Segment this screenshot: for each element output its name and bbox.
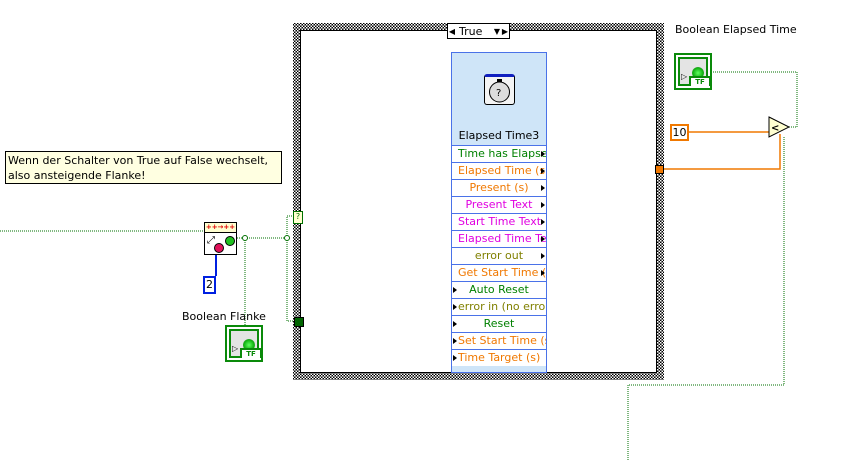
terminal-label: Present Text [465,198,533,211]
input-arrow-icon [453,287,457,293]
output-arrow-icon [541,270,545,276]
terminal-label: Time has Elapse [458,147,546,160]
input-arrow-icon [453,338,457,344]
terminal-row[interactable]: Set Start Time (s [452,332,546,349]
threshold-constant[interactable]: 10 [670,124,689,141]
terminal-row[interactable]: Elapsed Time (s) [452,162,546,179]
terminal-label: Start Time Text [458,215,542,228]
wire-elapsed-to-compare [663,134,781,170]
increment-arrow-icon[interactable]: ▶ [501,26,509,36]
edge-node-glyph: ++→++ [205,223,236,233]
wire-compare-out-down [627,137,785,461]
output-arrow-icon [541,219,545,225]
decrement-arrow-icon[interactable]: ◀ [448,26,456,36]
wire-junction [284,235,290,241]
selector-terminal[interactable]: ? [293,211,303,224]
terminal-label: Present (s) [469,181,529,194]
terminal-row[interactable]: error in (no erroi [452,298,546,315]
stopwatch-icon: ? [484,74,515,105]
output-arrow-icon [541,168,545,174]
edge-node-icon: ⤢ [205,233,236,255]
wire-to-selector [286,215,294,238]
terminal-row[interactable]: Elapsed Time Te [452,230,546,247]
terminal-row[interactable]: Present Text [452,196,546,213]
boolean-flanke-label: Boolean Flanke [182,310,266,323]
terminal-row[interactable]: Present (s) [452,179,546,196]
output-arrow-icon [541,202,545,208]
terminal-label: Time Target (s) [458,351,541,364]
less-than-icon: < [771,123,779,134]
input-pointer-icon: ▷ [681,72,688,81]
case-selector[interactable]: ◀ True ▼ ▶ [447,23,510,39]
terminal-label: Get Start Time (s [458,266,546,279]
terminal-row[interactable]: Time Target (s) [452,349,546,366]
terminal-label: error in (no erroi [458,300,546,313]
boolean-elapsed-time-label: Boolean Elapsed Time [675,23,797,36]
terminal-label: Auto Reset [469,283,529,296]
boolean-elapsed-time-indicator[interactable]: ▷TF [674,53,712,90]
comment-note: Wenn der Schalter von True auf False wec… [5,151,282,184]
output-arrow-icon [541,253,545,259]
wire-junction [242,235,248,241]
boolean-tunnel[interactable] [294,317,304,327]
terminal-label: Reset [483,317,515,330]
output-arrow-icon [541,236,545,242]
terminal-label: error out [474,249,524,262]
terminal-label: Set Start Time (s [458,334,546,347]
output-arrow-icon [541,185,545,191]
terminal-row[interactable]: error out [452,247,546,264]
terminal-row[interactable]: Get Start Time (s [452,264,546,281]
express-vi-title: Elapsed Time3 [458,129,540,142]
output-arrow-icon [541,151,545,157]
terminal-row[interactable]: Time has Elapse [452,145,546,162]
edge-detector-node[interactable]: ++→++ ⤢ [204,222,237,255]
input-arrow-icon [453,304,457,310]
boolean-flanke-indicator[interactable]: ▷TF [225,325,263,362]
case-selector-value: True [459,24,483,38]
input-arrow-icon [453,355,457,361]
terminal-row[interactable]: Auto Reset [452,281,546,298]
wire-to-elapsed-indicator [712,71,798,128]
input-pointer-icon: ▷ [232,344,239,353]
numeric-tunnel[interactable] [655,165,664,174]
terminal-label: Elapsed Time Te [458,232,546,245]
edge-count-constant[interactable]: 2 [203,276,216,294]
less-than-node[interactable] [768,116,791,138]
terminal-row[interactable]: Reset [452,315,546,332]
tf-badge: TF [689,76,711,86]
dropdown-arrow-icon[interactable]: ▼ [493,26,501,36]
input-arrow-icon [453,321,457,327]
tf-badge: TF [240,348,262,358]
terminal-label: Elapsed Time (s) [458,164,546,177]
terminal-row[interactable]: Start Time Text [452,213,546,230]
svg-text:?: ? [496,88,501,99]
wire-to-tunnel [286,238,294,322]
